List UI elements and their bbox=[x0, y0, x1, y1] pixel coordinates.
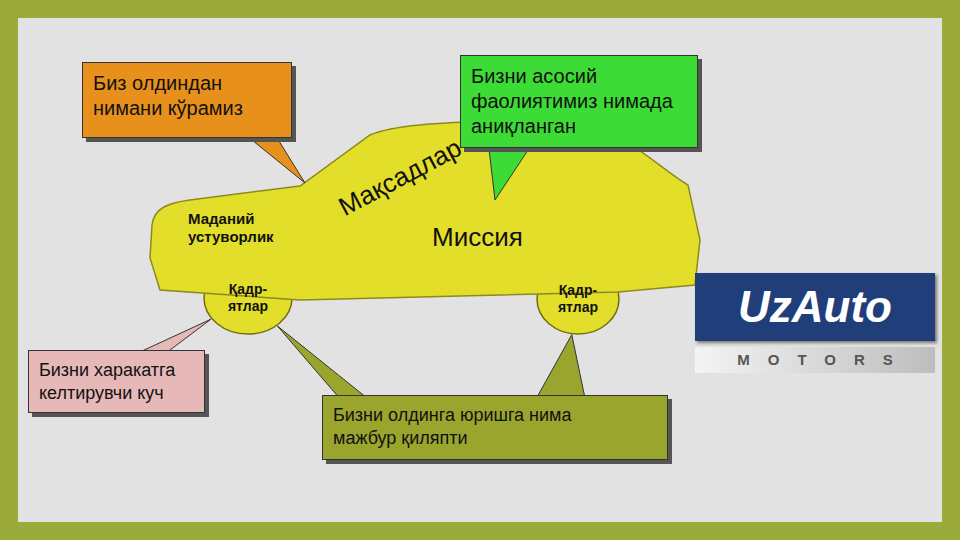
callout-text: Бизни асосий фаолиятимиз нимада аниқланг… bbox=[471, 64, 687, 139]
callout-text: Бизни харакатга келтирувчи куч bbox=[39, 359, 194, 404]
logo-wordmark: UzAuto bbox=[695, 273, 935, 341]
goal-label: Мақсадлар bbox=[333, 133, 466, 224]
culture-label: Маданий устуворлик bbox=[188, 210, 300, 246]
wheel-circle: Қадр- ятлар bbox=[536, 263, 620, 335]
wheel-circle: Қадр- ятлар bbox=[203, 261, 293, 335]
callout-pointer bbox=[489, 145, 532, 200]
wheel-outline bbox=[204, 262, 292, 334]
car-outline bbox=[150, 118, 700, 300]
logo-band: MOTORS bbox=[695, 347, 935, 373]
wheel-text: Қадр- ятлар bbox=[549, 282, 607, 316]
callout-pointer bbox=[138, 319, 211, 353]
callout-pointer bbox=[246, 135, 305, 183]
callout-box: Бизни асосий фаолиятимиз нимада аниқланг… bbox=[460, 55, 698, 148]
wheel-outline bbox=[537, 264, 619, 334]
wheel-text: Қадр- ятлар bbox=[219, 281, 277, 315]
callout-text: Биз олдиндан нимани кўрамиз bbox=[93, 71, 281, 121]
callout-box: Бизни харакатга келтирувчи куч bbox=[28, 350, 205, 413]
callout-pointer bbox=[277, 326, 367, 398]
callout-text: Бизни олдинга юришга нима мажбур қиляпти bbox=[333, 404, 595, 449]
logo-box: UzAutoMOTORS bbox=[695, 273, 935, 373]
callout-pointer bbox=[537, 335, 585, 398]
mission-label: Миссия bbox=[432, 222, 523, 253]
callout-box: Биз олдиндан нимани кўрамиз bbox=[82, 62, 292, 138]
callout-box: Бизни олдинга юришга нима мажбур қиляпти bbox=[322, 395, 668, 460]
